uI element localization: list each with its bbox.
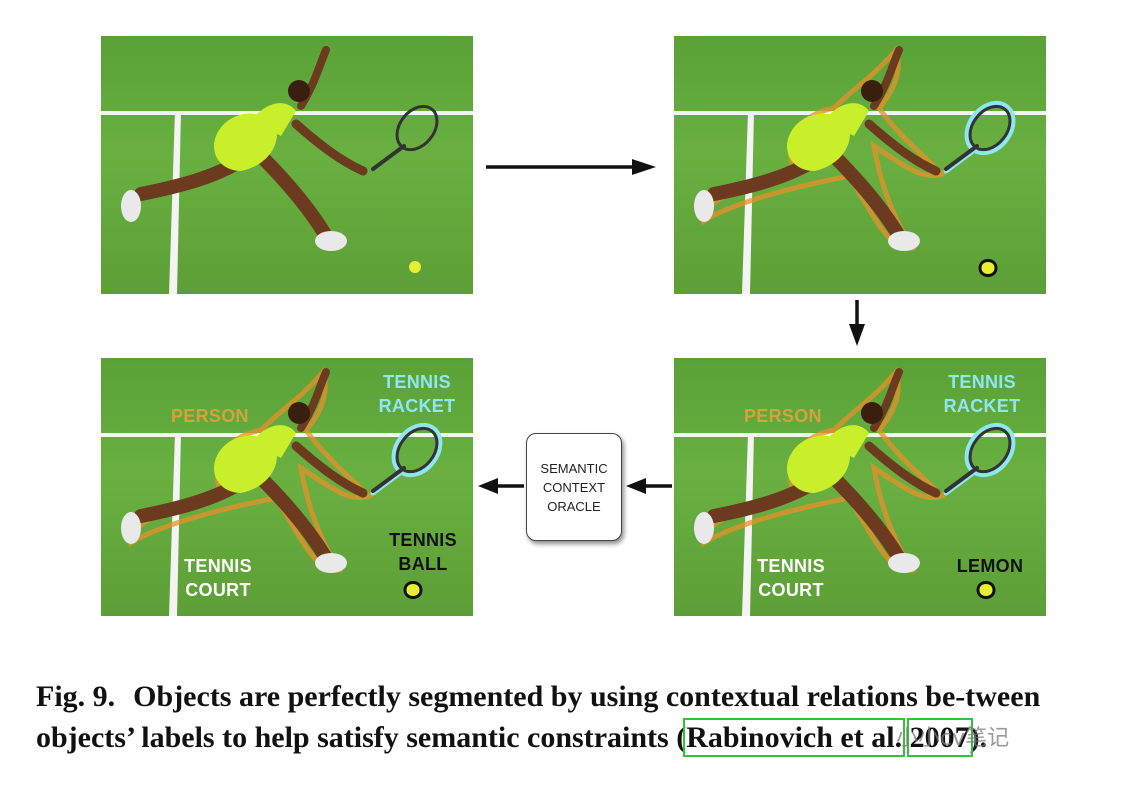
watermark: 小小cv笔记 xyxy=(896,726,1010,751)
label-tennis-court: TENNIS COURT xyxy=(757,556,825,600)
label-tennis-court: TENNIS COURT xyxy=(184,556,252,600)
panel-initial-labels: PERSON TENNIS RACKET TENNIS COURT LEMON xyxy=(674,358,1046,616)
label-person: PERSON xyxy=(171,406,249,426)
label-tennis-racket: TENNIS RACKET xyxy=(943,372,1021,416)
arrow-down xyxy=(849,300,865,346)
panel-original-image xyxy=(101,36,473,294)
arrow-left-from-oracle xyxy=(478,478,524,494)
label-person: PERSON xyxy=(744,406,822,426)
citation-year-link[interactable]: 2007 xyxy=(906,718,973,757)
citation-authors-link[interactable]: Rabinovich et al. xyxy=(683,718,906,757)
figure-number: Fig. 9. xyxy=(36,680,116,713)
panel-context-corrected: PERSON TENNIS RACKET TENNIS COURT TENNIS… xyxy=(101,358,473,616)
figure-caption: Fig. 9.Objects are perfectly segmented b… xyxy=(36,680,1041,757)
caption-text: Objects are perfectly segmented by using… xyxy=(36,680,1041,754)
arrow-right xyxy=(486,159,656,175)
arrow-left-to-oracle xyxy=(626,478,672,494)
label-tennis-ball: TENNIS BALL xyxy=(389,530,457,574)
label-lemon: LEMON xyxy=(956,556,1024,576)
semantic-context-oracle-box: SEMANTIC CONTEXT ORACLE xyxy=(526,433,622,541)
label-tennis-racket: TENNIS RACKET xyxy=(378,372,456,416)
panel-segmented-image xyxy=(674,36,1046,294)
